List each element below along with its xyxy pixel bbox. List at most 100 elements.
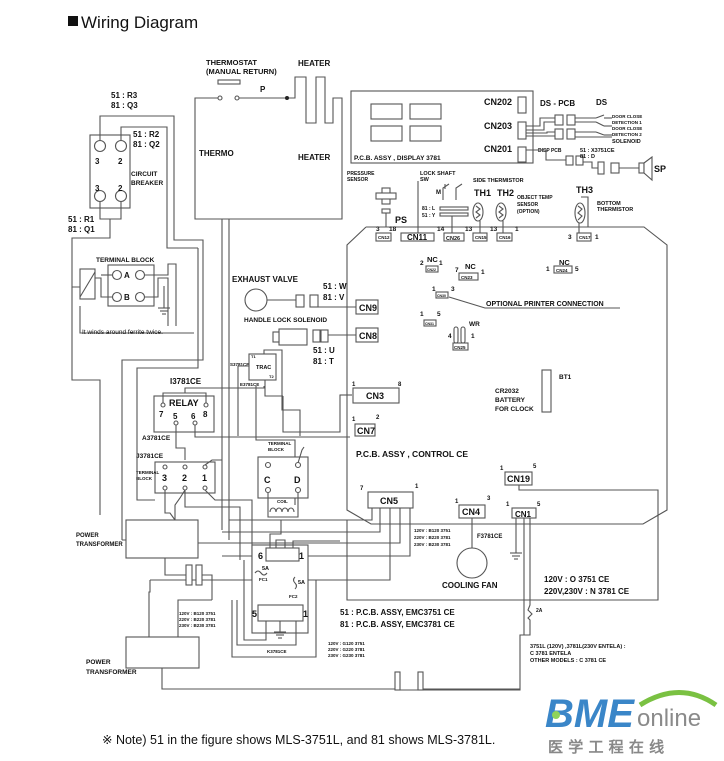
circle-mark [114, 139, 128, 153]
cn19-1-label: 1 [500, 466, 504, 472]
2-label: 230V : B230 3781 [179, 623, 216, 628]
rect-mark [610, 162, 620, 174]
circle-mark [202, 464, 208, 470]
path-mark [254, 570, 268, 576]
rect-mark [452, 342, 469, 351]
j3781-label: J3781CE [136, 453, 164, 460]
fuse5a1-label: 5A [262, 566, 269, 572]
rect-mark [370, 103, 403, 120]
polyline-mark [448, 296, 620, 309]
rect-mark [417, 671, 424, 691]
polyline-mark [297, 446, 305, 464]
polyline-mark [174, 489, 186, 520]
bme-online-logo: BME online 医 学 工 程 在 线 [545, 690, 718, 756]
cn16-label: CN16 [499, 235, 511, 240]
rect-mark [453, 326, 459, 344]
1-label: 220V : B220 3781 [414, 535, 451, 540]
emc6-label: 6 [258, 551, 263, 561]
th3-label: TH3 [576, 185, 593, 195]
t2-label: T2 [269, 374, 274, 379]
y51-label: 51 : Y [422, 213, 436, 219]
bottom2-label: THERMISTOR [597, 207, 633, 213]
tb-b-label: B [124, 293, 130, 302]
cn8-label: CN8 [359, 331, 377, 341]
r1b-label: 81 : Q1 [68, 225, 95, 234]
rect-mark [354, 423, 376, 437]
rect-mark [381, 208, 391, 214]
lockshaft2-label: SW [420, 177, 430, 183]
optional-printer-label: OPTIONAL PRINTER CONNECTION [486, 301, 604, 308]
rect-mark [566, 114, 576, 126]
terminal-block3a-label: TERMINAL [268, 441, 291, 446]
cn4-label: CN4 [462, 507, 480, 517]
polyline-mark [165, 508, 401, 544]
door2b-label: DETECTION 2 [612, 132, 642, 137]
emc5-label: 5 [252, 609, 257, 619]
line-mark [595, 131, 605, 136]
polyline-mark [71, 219, 111, 288]
circle-mark [217, 95, 223, 101]
u51-label: 51 : U [313, 346, 335, 355]
thermostat1-label: THERMOSTAT [206, 58, 257, 67]
bt1-label: BT1 [559, 374, 572, 381]
ellipse-mark [472, 202, 484, 222]
exhaust-valve: EXHAUST VALVE 51 : W 81 : V CN9 [232, 275, 379, 315]
polyline-mark [243, 560, 267, 641]
polyline-mark [475, 205, 481, 219]
handle-lock-label: HANDLE LOCK SOLENOID [244, 317, 327, 324]
i3781-label: I3781CE [170, 377, 202, 386]
cb2a-label: 2 [118, 157, 123, 166]
circle-mark [264, 461, 272, 469]
battery1-label: CR2032 [495, 388, 519, 395]
emc1-label: 1 [299, 551, 304, 561]
cn9-label: CN9 [359, 303, 377, 313]
circle-mark [134, 269, 146, 281]
polyline-mark [498, 205, 504, 219]
circle-mark [182, 464, 188, 470]
pressure2-label: SENSOR [347, 177, 369, 183]
p1a-label: 1 [515, 226, 519, 233]
rect-mark [375, 192, 397, 200]
p14-label: 14 [437, 226, 445, 233]
circuit-breaker: 51 : R3 81 : Q3 3 2 3 2 51 : R2 81 : Q2 … [68, 91, 204, 288]
cn203-label: CN203 [484, 121, 512, 131]
rect-mark [517, 146, 527, 163]
rect-mark [125, 519, 199, 559]
rect-mark [409, 125, 442, 142]
fuse2a-label: 2A [536, 608, 543, 614]
cn201-label: CN201 [484, 144, 512, 154]
rect-mark [320, 329, 329, 343]
tb-a-label: A [124, 271, 130, 280]
circle-mark [203, 402, 209, 408]
circle-mark [93, 139, 107, 153]
cn4-3-label: 3 [487, 496, 491, 502]
circle-mark [456, 547, 488, 579]
cn25-label: CN25 [454, 345, 466, 350]
l81-label: 81 : L [422, 206, 435, 212]
cn22-1-label: 1 [439, 260, 443, 267]
cn1-5-label: 5 [537, 502, 541, 508]
p3b-label: 3 [568, 234, 572, 241]
r3a-label: 51 : R3 [111, 91, 138, 100]
fc2-label: FC2 [289, 594, 298, 599]
cn19-5-label: 5 [533, 464, 537, 470]
polyline-mark [526, 121, 555, 131]
rect-mark [370, 125, 403, 142]
rect-mark [265, 547, 300, 562]
cn31-label: CN31 [425, 322, 434, 326]
pressure1-label: PRESSURE [347, 171, 375, 177]
cn7-2-label: 2 [376, 415, 380, 421]
s3781-label: S3781CE [230, 362, 249, 367]
tb-d-label: D [294, 475, 301, 485]
rect-mark [517, 96, 527, 114]
cn31-1-label: 1 [420, 311, 424, 318]
rect-mark [409, 103, 442, 120]
polyline-mark [282, 394, 352, 433]
disp-pcb-label: DISP PCB [538, 148, 562, 154]
line-mark [595, 114, 605, 119]
cn3-label: CN3 [366, 391, 384, 401]
circle-mark [285, 96, 289, 100]
cn23-7-label: 7 [455, 267, 459, 274]
rect-mark [597, 161, 605, 175]
